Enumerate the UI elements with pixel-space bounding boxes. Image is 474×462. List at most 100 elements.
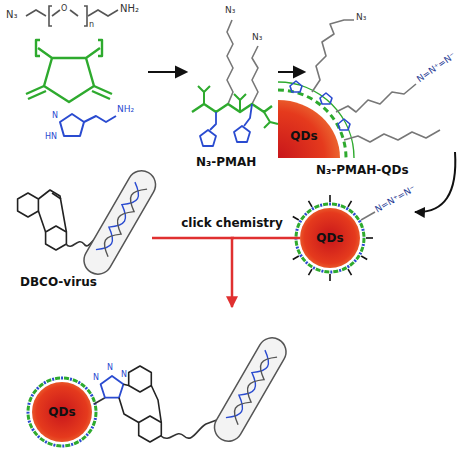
quantum-dot: QDs <box>300 208 360 268</box>
oxygen-atom: O <box>61 5 67 13</box>
process-arrow <box>415 152 455 212</box>
chain <box>293 256 299 260</box>
azide-group: N₃ <box>356 13 366 22</box>
chain <box>329 274 331 281</box>
repeat-index: n <box>89 21 94 29</box>
peg-linker <box>26 6 118 26</box>
carboxyl <box>198 86 278 128</box>
amine-group: NH₂ <box>117 105 134 114</box>
bond <box>52 10 60 16</box>
dna-helix <box>229 352 277 425</box>
triazole-ring <box>101 376 124 398</box>
bond <box>26 10 46 16</box>
peg-chain <box>344 130 440 142</box>
polymer-shell <box>278 82 354 158</box>
chain <box>348 201 352 207</box>
polymer-shell <box>28 378 96 446</box>
reagent-line <box>152 237 234 240</box>
bond <box>70 10 78 16</box>
bracket <box>84 6 87 26</box>
nitrogen-atom: N <box>121 371 127 379</box>
bond <box>88 10 118 16</box>
particle-coating <box>287 195 375 281</box>
triazole-product <box>94 366 222 442</box>
benzene-ring <box>18 193 39 217</box>
compound-label: N₃-PMAH <box>196 156 256 168</box>
qd-coating <box>278 20 440 158</box>
click-reaction-arrow <box>232 238 300 307</box>
bond <box>94 398 105 404</box>
nitrogen-atom: HN <box>45 133 57 141</box>
histamine <box>60 114 116 136</box>
peg-chain <box>312 20 354 92</box>
carbonyl <box>26 86 112 99</box>
product-coating <box>28 378 96 446</box>
node-label: QDs <box>48 405 75 419</box>
backbone <box>38 48 100 58</box>
pmah-polymer <box>192 20 278 146</box>
azide-group: N=N⁺=N⁻ <box>415 51 457 84</box>
bracket <box>49 6 52 26</box>
nitrogen-atom: N <box>107 364 113 372</box>
maleic-anhydride <box>26 40 112 102</box>
polymer-shell <box>278 90 346 158</box>
backbone <box>192 104 272 112</box>
virus-particle <box>209 333 291 447</box>
dna-helix <box>226 350 274 423</box>
imidazole-ring <box>234 126 250 142</box>
arrow-head <box>294 67 304 77</box>
ethyl-chain <box>84 116 116 122</box>
dna-helix <box>96 182 144 255</box>
compound-label: DBCO-virus <box>20 276 97 288</box>
peg-chain <box>252 46 258 104</box>
edge-label: click chemistry <box>181 217 283 229</box>
amide-link <box>244 104 252 126</box>
surface-chains <box>287 195 375 281</box>
benzene-ring <box>129 366 152 392</box>
azide-group: N₃ <box>252 33 262 42</box>
azide-group: N₃ <box>225 6 235 15</box>
imidazole-ring <box>290 81 302 92</box>
chain <box>309 201 313 207</box>
peg-chain <box>336 84 416 112</box>
quantum-dot: QDs <box>278 100 340 158</box>
benzene-ring <box>139 416 162 442</box>
capsid <box>209 333 291 447</box>
triple-bond <box>52 193 61 199</box>
imidazole-ring <box>320 93 332 104</box>
ring <box>44 58 94 102</box>
azide-group: N=N⁺=N⁻ <box>374 184 417 214</box>
imidazole-ring <box>338 119 350 130</box>
polymer-shell <box>296 204 364 272</box>
chain <box>329 195 331 202</box>
azide-group: N₃ <box>6 10 18 20</box>
nitrogen-atom: N <box>93 374 99 382</box>
dna-helix <box>99 184 147 257</box>
quantum-dot: QDs <box>32 382 92 442</box>
chain <box>361 256 367 260</box>
cyclooctyne <box>38 190 66 232</box>
chain <box>348 269 352 275</box>
benzene-ring <box>46 226 67 250</box>
virus-particle <box>79 166 161 280</box>
peg-chain <box>227 20 233 104</box>
chain <box>293 217 299 221</box>
capsid <box>79 166 161 280</box>
imidazole-dots <box>28 378 96 446</box>
amine-group: NH₂ <box>120 4 139 14</box>
imidazole-dots <box>296 204 364 272</box>
amide-link <box>210 112 216 130</box>
linker <box>161 418 222 438</box>
node-label: QDs <box>290 129 317 143</box>
compound-label: N₃-PMAH-QDs <box>316 164 409 176</box>
cyclooctene <box>119 384 161 422</box>
azide-chain <box>361 212 375 220</box>
imidazole-ring <box>60 114 84 136</box>
chain <box>309 269 313 275</box>
nitrogen-atom: N <box>52 112 58 120</box>
reaction-arrows <box>148 67 304 77</box>
arrow-head <box>176 67 186 77</box>
chain <box>366 237 373 239</box>
